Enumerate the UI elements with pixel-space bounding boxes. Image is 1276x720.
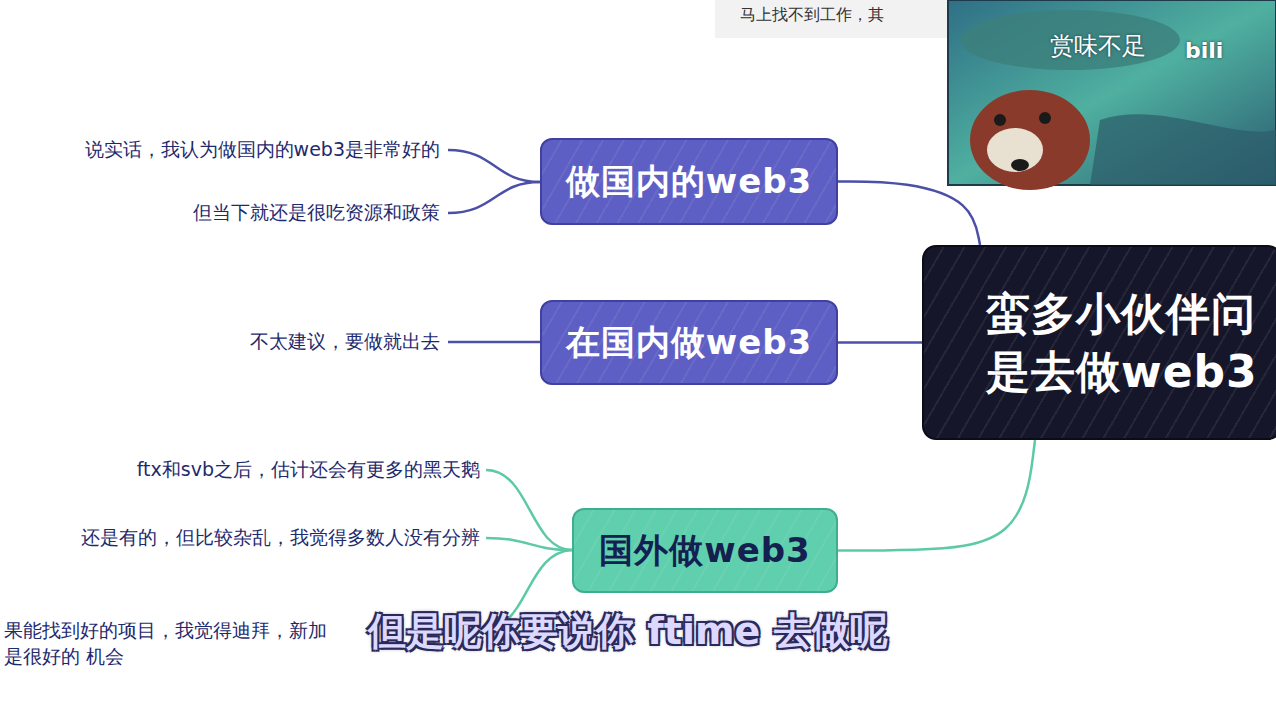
note: 不太建议，要做就出去 — [250, 329, 440, 355]
note: ftx和svb之后，估计还会有更多的黑天鹅 — [137, 457, 480, 483]
top-panel — [715, 0, 948, 38]
branch-connector — [838, 440, 1035, 551]
thumbnail-text: 赏味不足 — [1050, 30, 1146, 62]
logo-text: bili — [1185, 36, 1223, 66]
branch-connector — [838, 341, 922, 344]
branch-box: 在国内做web3 — [540, 300, 838, 385]
video-thumbnail — [948, 0, 1276, 190]
topic-box: 蛮多小伙伴问 是去做web3 — [922, 245, 1276, 440]
top-caption: 马上找不到工作，其 — [740, 4, 884, 26]
node-text: 在国内做web3 — [566, 320, 812, 364]
note: 还是有的，但比较杂乱，我觉得多数人没有分辨 — [81, 525, 480, 551]
node-text: 蛮多小伙伴问 是去做web3 — [986, 285, 1266, 399]
branch-connector — [838, 182, 980, 246]
note: 果能找到好的项目，我觉得迪拜，新加 是很好的 机会 — [4, 618, 339, 669]
node-text: 做国内的web3 — [566, 159, 812, 203]
subtitle: 但是呢你要说你 ftime 去做呢 — [368, 606, 888, 657]
note: 说实话，我认为做国内的web3是非常好的 — [85, 137, 440, 163]
branch-box: 做国内的web3 — [540, 138, 838, 225]
node-text: 国外做web3 — [599, 528, 810, 572]
branch-box: 国外做web3 — [572, 508, 838, 593]
note: 但当下就还是很吃资源和政策 — [193, 200, 440, 226]
